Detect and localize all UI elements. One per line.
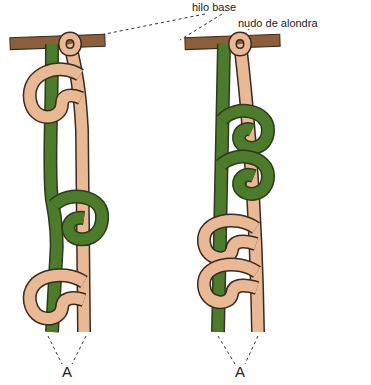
callout-letter: A: [60, 364, 74, 381]
callout-letter: A: [233, 364, 247, 381]
part-label: nudo de alondra: [236, 17, 320, 29]
part-label: hilo base: [190, 1, 238, 13]
